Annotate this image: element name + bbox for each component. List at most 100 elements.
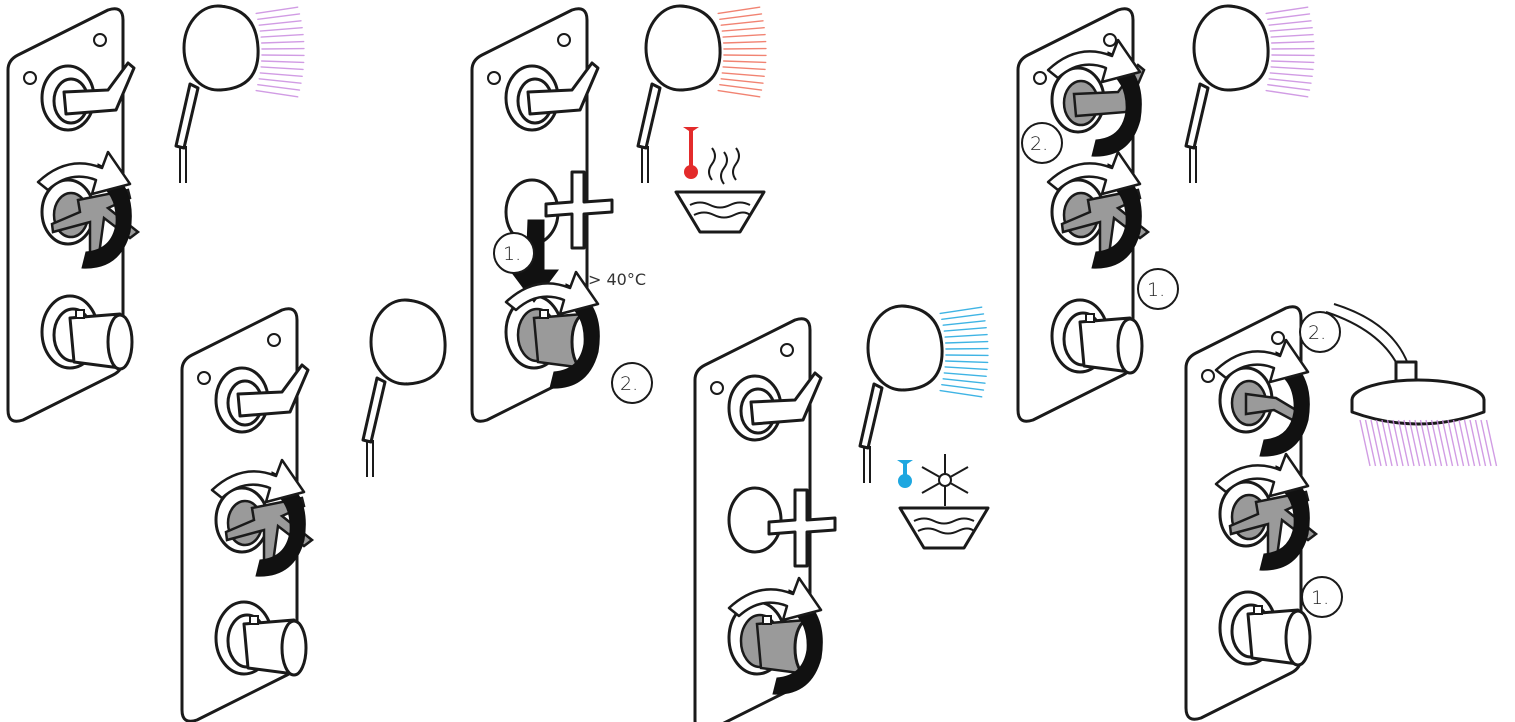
spray-line xyxy=(1421,420,1431,466)
spray-line xyxy=(718,91,760,97)
steam-icon xyxy=(709,148,739,184)
spray-line xyxy=(1366,420,1376,466)
spray-line xyxy=(1268,85,1310,90)
spray-line xyxy=(940,307,982,313)
water-basin-icon xyxy=(900,508,988,548)
step-label: 2. xyxy=(1308,322,1326,344)
spray-line xyxy=(722,73,764,76)
spray-line xyxy=(1437,420,1447,466)
spray-line xyxy=(943,379,985,383)
snowflake-icon xyxy=(922,454,968,506)
spray-line xyxy=(1266,91,1308,97)
spray-line xyxy=(1443,420,1453,466)
spray-line xyxy=(1487,420,1497,466)
spray-line xyxy=(1272,42,1314,43)
spray-line xyxy=(720,14,762,19)
spray-line xyxy=(1459,420,1469,466)
panel-handshower-off xyxy=(182,309,312,722)
spray-line xyxy=(1360,420,1370,466)
spray-line xyxy=(1270,73,1312,76)
panel-cold xyxy=(695,319,835,722)
spray-line xyxy=(945,367,987,369)
spray-line xyxy=(1426,420,1436,466)
handshower xyxy=(638,6,720,183)
spray-line xyxy=(258,14,300,19)
spray-line xyxy=(724,61,766,62)
spray-line xyxy=(723,35,765,37)
spray-line xyxy=(718,7,760,13)
spray-line xyxy=(259,21,301,25)
spray-line xyxy=(722,28,764,31)
spray-line xyxy=(1271,35,1313,37)
step-badge: 1. xyxy=(1302,577,1342,617)
spray-line xyxy=(1399,420,1409,466)
step-badge: 1. xyxy=(1138,269,1178,309)
handshower xyxy=(860,306,942,483)
spray-line xyxy=(943,321,985,325)
step-badge: 2. xyxy=(612,363,652,403)
spray-line xyxy=(723,67,765,69)
water-basin-icon xyxy=(676,192,764,232)
spray-line xyxy=(1270,28,1312,31)
panel-divert-handshower xyxy=(1018,9,1148,422)
spray-line xyxy=(260,28,302,31)
spray-line xyxy=(1410,420,1420,466)
handshower xyxy=(363,300,445,477)
spray-line xyxy=(721,21,763,25)
spray-line xyxy=(1269,79,1311,83)
spray-line xyxy=(1371,420,1381,466)
spray-line xyxy=(946,342,988,343)
spray-line xyxy=(942,385,984,390)
step-badge: 1. xyxy=(494,233,534,273)
spray-line xyxy=(1268,14,1310,19)
spray-line xyxy=(260,73,302,76)
spray-line xyxy=(944,328,986,331)
step-badge: 2. xyxy=(1300,312,1340,352)
step-label: 1. xyxy=(503,243,521,265)
spray-line xyxy=(1269,21,1311,25)
step-label: 2. xyxy=(1030,133,1048,155)
panel-divert-overhead xyxy=(1186,307,1316,720)
handshower xyxy=(1186,6,1268,183)
handshower xyxy=(176,6,258,183)
spray-line xyxy=(259,79,301,83)
spray-line xyxy=(1432,420,1442,466)
thermometer-hot-icon xyxy=(683,127,699,179)
spray-line xyxy=(261,67,303,69)
spray-line xyxy=(258,85,300,90)
spray-line xyxy=(256,7,298,13)
spray-line xyxy=(256,91,298,97)
panel-handshower-on xyxy=(8,9,138,422)
temperature-limit-label: > 40°C xyxy=(588,270,646,289)
spray-line xyxy=(946,361,988,362)
spray-line xyxy=(721,79,763,83)
spray-line xyxy=(945,335,987,337)
spray-line xyxy=(1448,420,1458,466)
spray-line xyxy=(940,391,982,397)
spray-line xyxy=(261,35,303,37)
thermometer-cold-icon xyxy=(897,460,913,488)
step-label: 2. xyxy=(620,373,638,395)
step-label: 1. xyxy=(1311,587,1329,609)
spray-line xyxy=(1377,420,1387,466)
spray-line xyxy=(1415,420,1425,466)
spray-line xyxy=(724,42,766,43)
overhead-shower xyxy=(1326,304,1484,424)
spray-line xyxy=(262,61,304,62)
spray-line xyxy=(1272,61,1314,62)
step-label: 1. xyxy=(1147,279,1165,301)
spray-line xyxy=(1266,7,1308,13)
spray-line xyxy=(1388,420,1398,466)
spray-line xyxy=(1404,420,1414,466)
spray-line xyxy=(720,85,762,90)
spray-line xyxy=(1481,420,1491,466)
spray-line xyxy=(942,314,984,319)
spray-line xyxy=(944,373,986,376)
spray-line xyxy=(1476,420,1486,466)
spray-line xyxy=(1454,420,1464,466)
spray-line xyxy=(1382,420,1392,466)
spray-line xyxy=(1271,67,1313,69)
spray-line xyxy=(1470,420,1480,466)
spray-line xyxy=(1465,420,1475,466)
